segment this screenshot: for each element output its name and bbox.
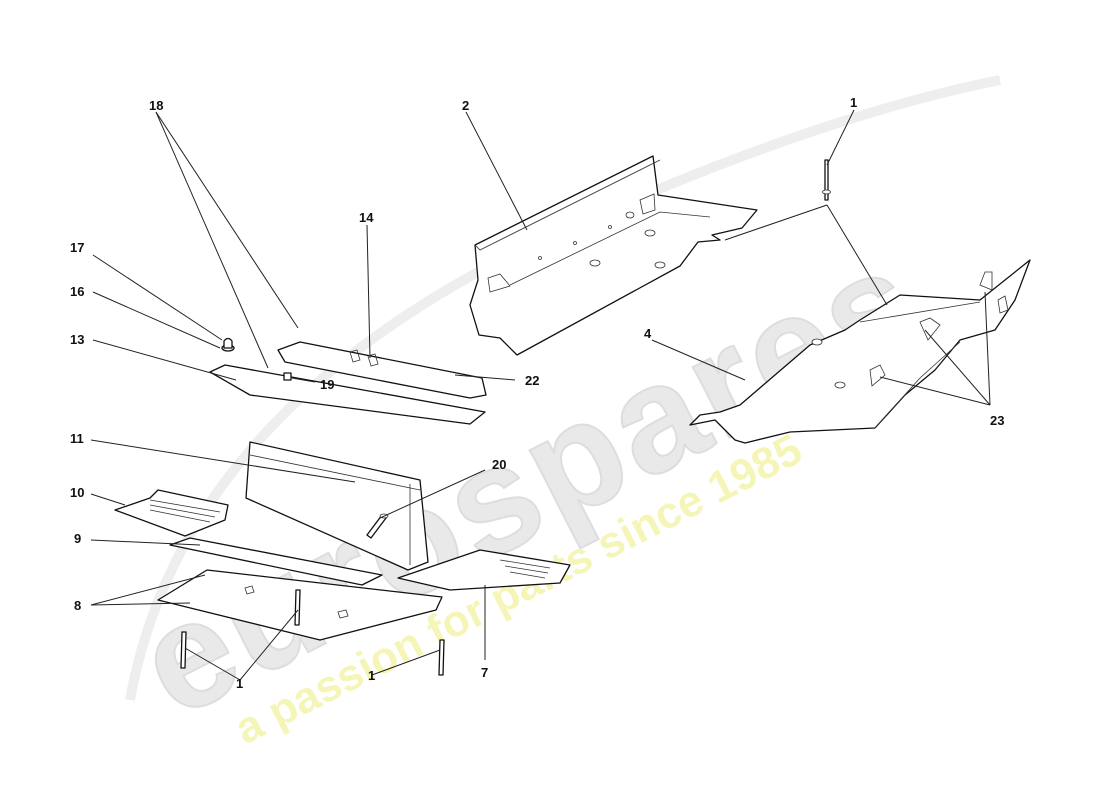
part-1-clips-bottom: [180, 589, 445, 676]
callout-22: 22: [525, 373, 539, 388]
part-16-17-fastener: [221, 337, 235, 352]
callout-8: 8: [74, 598, 81, 613]
callout-19: 19: [320, 377, 334, 392]
callout-4: 4: [644, 326, 652, 341]
callout-10: 10: [70, 485, 84, 500]
part-11-vertical-panel: [245, 441, 429, 571]
part-19-clip: [283, 372, 292, 381]
part-9-strip: [169, 537, 383, 586]
callout-1-top: 1: [850, 95, 857, 110]
part-14-cover: [277, 341, 487, 399]
part-7-mat: [397, 549, 571, 591]
callout-16: 16: [70, 284, 84, 299]
callout-11: 11: [70, 431, 84, 446]
leader-lines: [90, 109, 991, 681]
callout-14: 14: [359, 210, 374, 225]
part-1-clip-top: [822, 159, 831, 201]
callout-18: 18: [149, 98, 163, 113]
part-13-trim-strip: [209, 364, 486, 425]
callout-9: 9: [74, 531, 81, 546]
callout-20: 20: [492, 457, 506, 472]
part-4-floor-insulation: [689, 259, 1031, 444]
callout-23: 23: [990, 413, 1004, 428]
part-2-insulation-panel: [469, 155, 758, 356]
callout-7: 7: [481, 665, 488, 680]
callout-17: 17: [70, 240, 84, 255]
part-10-mat: [114, 489, 229, 537]
callout-labels: 18 2 1 14 17 16 13 19 22 4 23 11 20 10 9…: [70, 95, 1004, 691]
callout-2: 2: [462, 98, 469, 113]
callout-1-bottom: 1: [368, 668, 375, 683]
callout-1-left: 1: [236, 676, 243, 691]
callout-13: 13: [70, 332, 84, 347]
